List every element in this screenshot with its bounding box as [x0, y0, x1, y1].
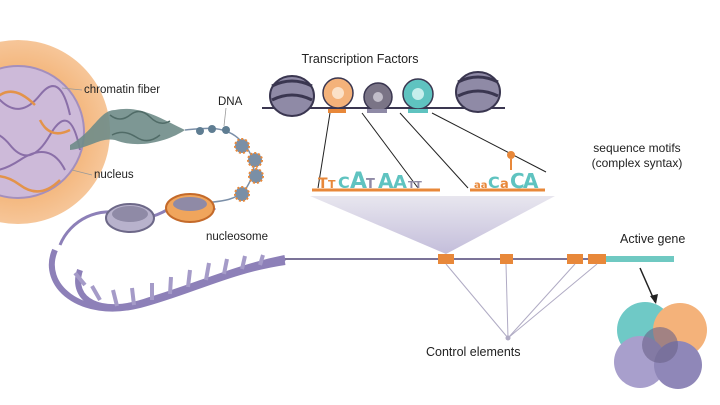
- active-gene-bar: [606, 256, 674, 262]
- nucleosome-beads: [184, 125, 264, 206]
- svg-text:TT: TT: [408, 180, 422, 191]
- control-element-1: [438, 254, 454, 264]
- svg-text:C: C: [510, 169, 525, 193]
- sequence-motif-logos: T T C A T A A TT aa C a C A: [312, 151, 545, 194]
- active-gene-label: Active gene: [620, 232, 685, 246]
- nucleus-graphic: [0, 40, 110, 224]
- svg-text:T: T: [328, 178, 336, 191]
- large-nucleosomes: [58, 193, 217, 246]
- chromatin-fiber-label: chromatin fiber: [84, 84, 160, 96]
- protein-product-graphic: [614, 267, 707, 389]
- svg-text:C: C: [488, 173, 500, 192]
- zoom-fan: [310, 196, 555, 254]
- sequence-motifs-label: sequence motifs: [593, 141, 680, 155]
- control-element-3: [567, 254, 583, 264]
- motif-connector-lines: [317, 112, 547, 189]
- nucleus-label: nucleus: [94, 169, 134, 181]
- svg-text:A: A: [350, 169, 367, 194]
- control-element-4: [588, 254, 606, 264]
- svg-text:A: A: [378, 169, 394, 193]
- svg-text:T: T: [366, 177, 375, 192]
- dna-gene-line: [285, 254, 674, 264]
- transcription-factors-label: Transcription Factors: [302, 52, 419, 66]
- svg-text:a: a: [500, 177, 509, 192]
- label-leader-lines: [61, 87, 227, 176]
- svg-text:T: T: [318, 176, 328, 192]
- nucleosome-label: nucleosome: [206, 231, 268, 243]
- svg-text:C: C: [338, 173, 350, 192]
- control-elements-label: Control elements: [426, 345, 521, 359]
- control-element-connectors: [445, 263, 598, 341]
- dna-label: DNA: [218, 96, 243, 108]
- control-element-2: [500, 254, 513, 264]
- svg-text:aa: aa: [474, 180, 488, 191]
- svg-text:A: A: [523, 169, 539, 193]
- dna-double-helix: [48, 248, 286, 312]
- complex-syntax-label: (complex syntax): [592, 156, 683, 170]
- chromatin-fiber-graphic: [70, 108, 185, 150]
- transcription-factor-complex: [262, 71, 505, 117]
- svg-text:A: A: [393, 172, 407, 193]
